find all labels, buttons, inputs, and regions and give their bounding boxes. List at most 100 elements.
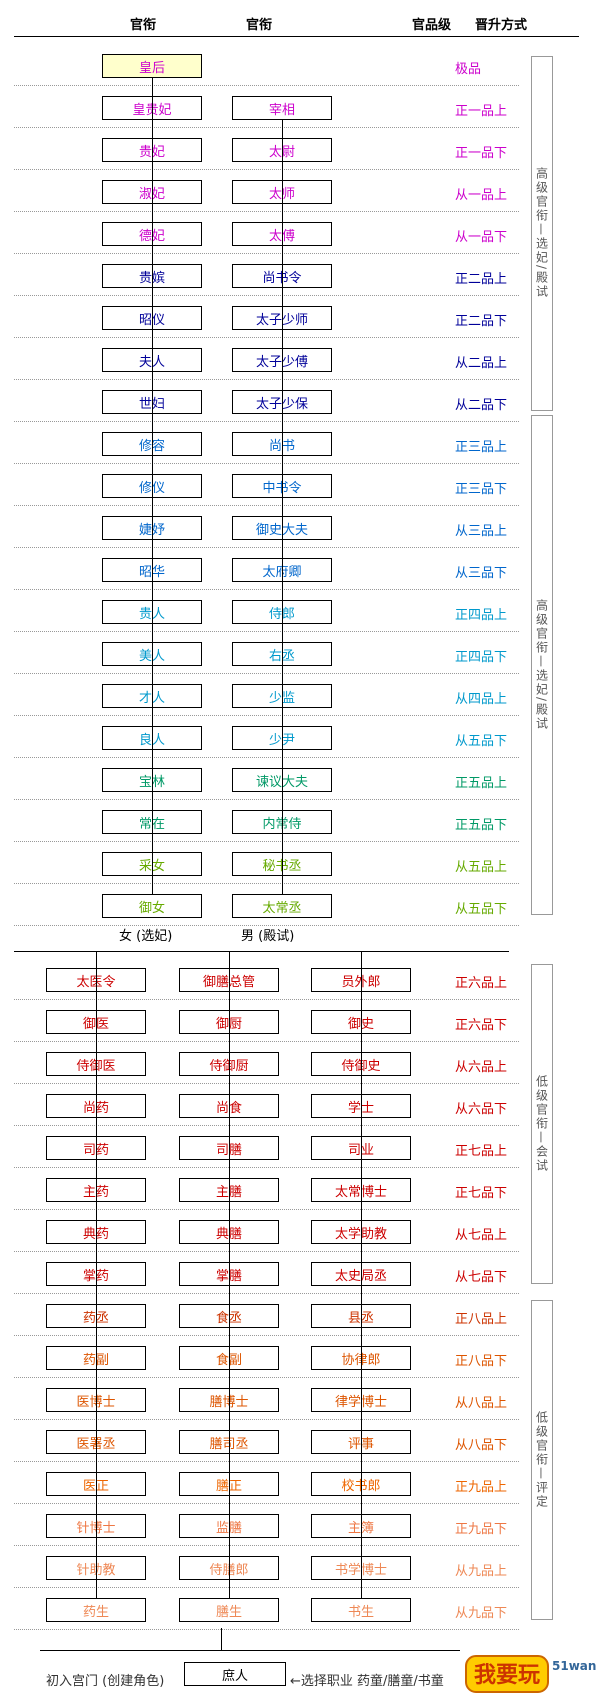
rank-label: 正一品上 xyxy=(455,104,508,119)
low-rank-row: 侍御医侍御厨侍御史从六品上 xyxy=(14,1042,519,1084)
high-rank-row: 美人右丞正四品下 xyxy=(14,632,519,674)
entry-label: 初入宫门 (创建角色) xyxy=(46,1674,165,1689)
female-title-box: 御女 xyxy=(102,894,202,918)
row-separator xyxy=(14,1167,519,1168)
rank-label: 正三品下 xyxy=(455,482,508,497)
side-label-high-1: 高级官衔—选妃/殿试 xyxy=(531,56,553,411)
rank-label: 从一品下 xyxy=(455,230,508,245)
high-rank-row: 常在内常侍正五品下 xyxy=(14,800,519,842)
connector-line xyxy=(361,952,362,1598)
row-separator xyxy=(14,253,519,254)
low-rank-row: 医博士膳博士律学博士从八品上 xyxy=(14,1378,519,1420)
high-rank-row: 御女太常丞从五品下 xyxy=(14,884,519,926)
commoner-box: 庶人 xyxy=(184,1662,286,1686)
row-separator xyxy=(14,211,519,212)
low-rank-row: 司药司膳司业正七品上 xyxy=(14,1126,519,1168)
row-separator xyxy=(14,421,519,422)
header-col1: 官衔 xyxy=(130,18,157,33)
site-logo: 我要玩 51wan xyxy=(460,1650,596,1696)
rank-label: 从三品上 xyxy=(455,524,508,539)
row-separator xyxy=(14,379,519,380)
low-rank-row: 典药典膳太学助教从七品上 xyxy=(14,1210,519,1252)
high-rank-row: 皇后 极品 xyxy=(14,44,519,86)
row-separator xyxy=(14,1419,519,1420)
choose-career-label: ←选择职业 药童/膳童/书童 xyxy=(290,1674,444,1689)
row-separator xyxy=(14,547,519,548)
female-column-label: 女 (选妃) xyxy=(119,929,173,944)
row-separator xyxy=(14,1503,519,1504)
row-separator xyxy=(14,589,519,590)
rank-label: 正五品上 xyxy=(455,776,508,791)
low-rank-row: 针博士监膳主簿正九品下 xyxy=(14,1504,519,1546)
rank-label: 正六品上 xyxy=(455,976,508,991)
rank-label: 从八品上 xyxy=(455,1396,508,1411)
rank-label: 从四品上 xyxy=(455,692,508,707)
title-box-b: 膳生 xyxy=(179,1598,279,1622)
row-separator xyxy=(14,715,519,716)
rank-label: 正九品下 xyxy=(455,1522,508,1537)
row-separator xyxy=(14,1293,519,1294)
header-col2: 官衔 xyxy=(246,18,273,33)
side-label-low-2: 低级官衔—评定 xyxy=(531,1300,553,1620)
rank-label: 从六品上 xyxy=(455,1060,508,1075)
row-separator xyxy=(14,1083,519,1084)
rank-label: 从二品下 xyxy=(455,398,508,413)
high-rank-row: 良人少尹从五品下 xyxy=(14,716,519,758)
low-rank-row: 药丞食丞县丞正八品上 xyxy=(14,1294,519,1336)
low-rank-row: 医署丞膳司丞评事从八品下 xyxy=(14,1420,519,1462)
side-label-high-2: 高级官衔—选妃/殿试 xyxy=(531,415,553,915)
high-rank-row: 贵嫔尚书令正二品上 xyxy=(14,254,519,296)
male-title-box: 太常丞 xyxy=(232,894,332,918)
low-rank-row: 御医御厨御史正六品下 xyxy=(14,1000,519,1042)
low-rank-row: 主药主膳太常博士正七品下 xyxy=(14,1168,519,1210)
svg-text:51wan: 51wan xyxy=(552,1659,596,1673)
male-column-label: 男 (殿试) xyxy=(241,929,295,944)
rank-label: 正四品上 xyxy=(455,608,508,623)
rank-label: 从二品上 xyxy=(455,356,508,371)
rank-label: 从九品下 xyxy=(455,1606,508,1621)
row-separator xyxy=(14,631,519,632)
rank-label: 从七品上 xyxy=(455,1228,508,1243)
row-separator xyxy=(14,127,519,128)
high-rank-row: 淑妃太师从一品上 xyxy=(14,170,519,212)
row-separator xyxy=(14,463,519,464)
low-rank-row: 掌药掌膳太史局丞从七品下 xyxy=(14,1252,519,1294)
low-rank-row: 尚药尚食学士从六品下 xyxy=(14,1084,519,1126)
row-separator xyxy=(14,999,519,1000)
rank-label: 正四品下 xyxy=(455,650,508,665)
row-separator xyxy=(14,799,519,800)
rank-label: 正二品下 xyxy=(455,314,508,329)
rank-label: 正七品下 xyxy=(455,1186,508,1201)
connector-line xyxy=(229,952,230,1598)
high-rank-row: 采女秘书丞从五品上 xyxy=(14,842,519,884)
row-separator xyxy=(14,757,519,758)
low-rank-row: 药副食副协律郎正八品下 xyxy=(14,1336,519,1378)
high-rank-row: 贵妃太尉正一品下 xyxy=(14,128,519,170)
high-rank-row: 贵人侍郎正四品上 xyxy=(14,590,519,632)
row-separator xyxy=(14,1587,519,1588)
row-separator xyxy=(14,1125,519,1126)
rank-label: 正八品上 xyxy=(455,1312,508,1327)
rank-label: 极品 xyxy=(455,62,482,77)
rank-label: 正七品上 xyxy=(455,1144,508,1159)
rank-label: 正九品上 xyxy=(455,1480,508,1495)
footer-divider xyxy=(40,1650,460,1651)
rank-label: 从五品下 xyxy=(455,734,508,749)
rank-label: 正二品上 xyxy=(455,272,508,287)
row-separator xyxy=(14,1041,519,1042)
section-divider xyxy=(14,951,509,952)
female-title-box: 皇后 xyxy=(102,54,202,78)
rank-label: 正八品下 xyxy=(455,1354,508,1369)
high-rank-row: 修仪中书令正三品下 xyxy=(14,464,519,506)
header-promotion: 晋升方式 xyxy=(475,18,528,33)
row-separator xyxy=(14,1335,519,1336)
rank-label: 从七品下 xyxy=(455,1270,508,1285)
low-rank-row: 药生膳生书生从九品下 xyxy=(14,1588,519,1630)
high-rank-row: 才人少监从四品上 xyxy=(14,674,519,716)
rank-label: 从一品上 xyxy=(455,188,508,203)
rank-label: 正五品下 xyxy=(455,818,508,833)
row-separator xyxy=(14,295,519,296)
title-box-c: 书生 xyxy=(311,1598,411,1622)
rank-label: 正六品下 xyxy=(455,1018,508,1033)
row-separator xyxy=(14,1461,519,1462)
